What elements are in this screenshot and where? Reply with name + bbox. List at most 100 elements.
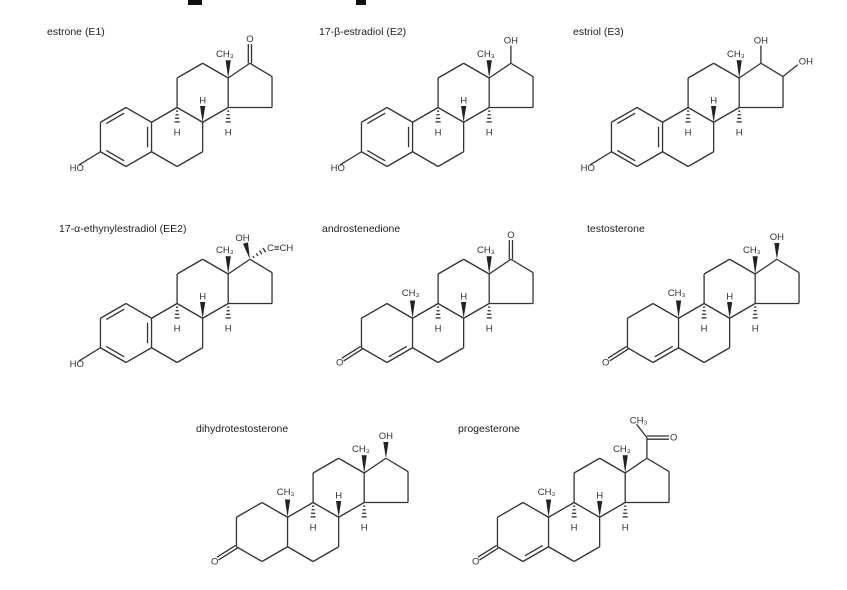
wedge-bond <box>461 302 467 319</box>
compound-label-estriol: estriol (E3) <box>573 26 624 38</box>
bond <box>361 151 388 168</box>
bond <box>646 457 670 473</box>
bond <box>687 106 714 123</box>
wedge-bond <box>383 442 389 459</box>
bond <box>386 347 413 364</box>
cropped-title-fragment <box>356 0 366 5</box>
wedge-bond <box>225 60 231 78</box>
bond <box>548 546 575 563</box>
hash-bond <box>259 250 263 255</box>
bond <box>202 302 229 319</box>
ethynyl-label: C≡CH <box>267 243 293 254</box>
hydrogen-label: H <box>310 523 317 534</box>
bond <box>463 258 490 275</box>
double-bond-line <box>654 345 674 358</box>
bond <box>100 106 127 123</box>
methyl-label: CH₃ <box>216 49 234 60</box>
bond <box>488 258 512 275</box>
bond <box>249 258 273 274</box>
bond <box>636 106 663 123</box>
hydrogen-label: H <box>174 324 181 335</box>
bond <box>729 258 756 275</box>
bond <box>338 457 365 474</box>
bond <box>412 302 439 319</box>
hydrogen-label: H <box>199 96 206 107</box>
double-bond-line <box>105 112 125 125</box>
double-bond-line <box>524 544 544 557</box>
bond <box>497 546 524 563</box>
bond <box>236 546 263 563</box>
oxygen-label: O <box>211 557 218 568</box>
hydrogen-label: H <box>710 96 717 107</box>
bond <box>713 106 740 123</box>
bond <box>361 106 388 123</box>
bond <box>312 501 339 518</box>
wedge-bond <box>200 302 206 319</box>
bond <box>437 62 464 79</box>
bond <box>176 347 203 364</box>
bond <box>78 347 101 362</box>
bond <box>100 347 127 364</box>
bond <box>599 457 626 474</box>
methyl-label: CH₃ <box>477 245 495 256</box>
bond <box>100 302 127 319</box>
bond <box>176 106 203 123</box>
bond <box>782 64 799 78</box>
double-bond <box>216 544 236 558</box>
double-bond <box>477 544 497 558</box>
methyl-label: CH₃ <box>538 487 556 498</box>
hydrogen-label: H <box>199 292 206 303</box>
wedge-bond <box>752 256 758 274</box>
bond <box>729 302 756 319</box>
bond <box>338 501 365 518</box>
hydrogen-label: H <box>486 324 493 335</box>
hydroxyl-label: OH <box>235 233 249 244</box>
wedge-bond <box>409 300 416 319</box>
bond <box>611 106 638 123</box>
oxygen-label: O <box>507 230 514 241</box>
methyl-label: CH₃ <box>668 288 686 299</box>
hash-bond <box>262 247 267 253</box>
bond <box>386 106 413 123</box>
bond <box>386 302 413 319</box>
bond <box>412 106 439 123</box>
bond <box>624 457 648 474</box>
compound-label-estrone: estrone (E1) <box>47 26 105 38</box>
wedge-bond <box>336 501 342 518</box>
bond <box>662 151 689 168</box>
bond <box>78 151 101 166</box>
hydroxyl-label: HO <box>331 163 345 174</box>
bond <box>652 347 679 364</box>
hash-bond <box>252 255 255 259</box>
bond <box>151 347 178 364</box>
bond <box>100 151 127 168</box>
bond <box>151 106 178 123</box>
methyl-label: CH₃ <box>402 288 420 299</box>
bond <box>437 151 464 168</box>
bond <box>363 457 387 474</box>
hydrogen-label: H <box>435 324 442 335</box>
bond <box>236 501 263 518</box>
bond <box>437 302 464 319</box>
bond <box>261 501 288 518</box>
bond <box>636 423 648 438</box>
bond <box>312 457 339 474</box>
compound-label-progesterone: progesterone <box>458 423 520 435</box>
bond <box>125 151 152 168</box>
bond <box>522 501 549 518</box>
bond <box>249 62 273 78</box>
bond <box>463 62 490 79</box>
bond <box>412 151 439 168</box>
double-bond <box>218 547 238 561</box>
wedge-bond <box>486 60 492 78</box>
methyl-label: CH₃ <box>613 444 631 455</box>
compound-label-ethynylestradiol: 17-α-ethynylestradiol (EE2) <box>59 223 187 235</box>
bond <box>636 151 663 168</box>
bond <box>125 347 152 364</box>
